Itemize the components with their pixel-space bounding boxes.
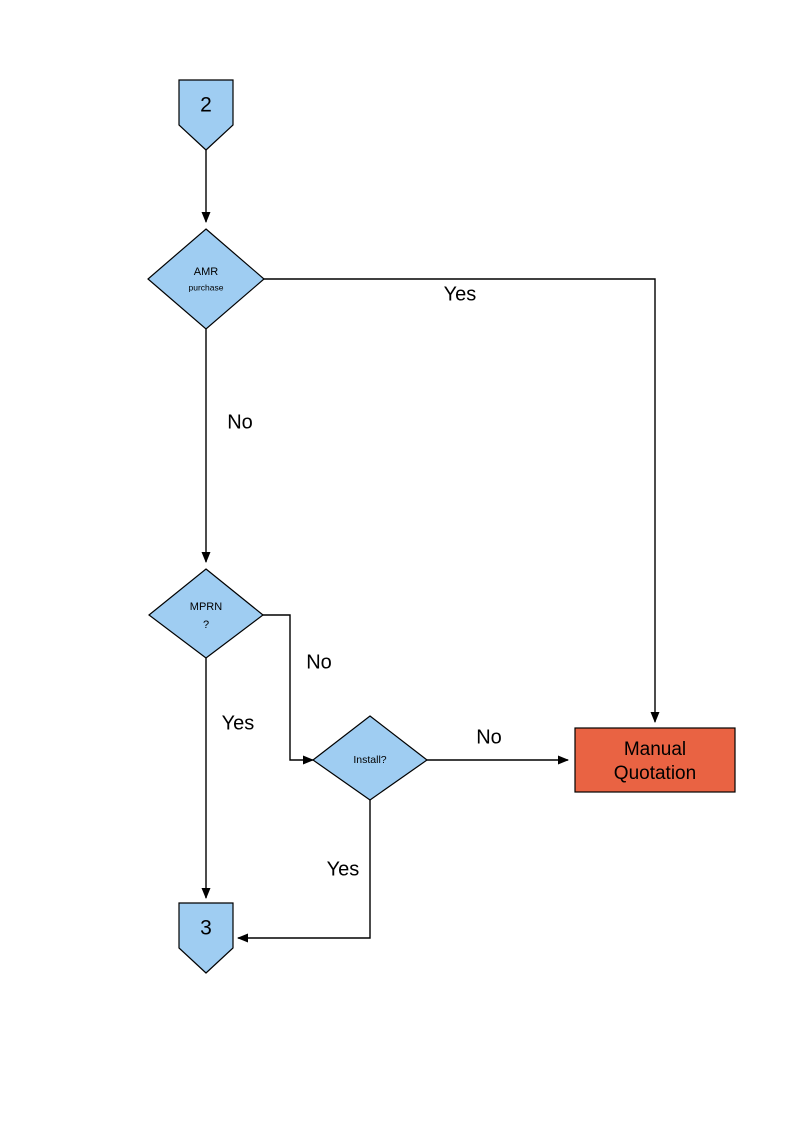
edge-amr-yes-to-manual-quotation: [264, 278, 660, 723]
connector-2-shape: [178, 79, 234, 151]
manual-quotation-label-line1: Manual: [624, 739, 686, 760]
node-connector-3[interactable]: 3: [178, 902, 234, 974]
edge-install-yes-to-connector3: [237, 800, 371, 943]
amr-decision-shape: [147, 228, 265, 330]
edge-label-amr-yes: Yes: [444, 283, 477, 305]
edge-label-mprn-no: No: [306, 651, 332, 673]
node-decision-mprn[interactable]: MPRN ?: [148, 568, 264, 659]
edge-mprn-no-to-install: [263, 614, 314, 765]
mprn-decision-label-line1: MPRN: [190, 601, 222, 613]
edge-label-amr-no: No: [227, 411, 253, 433]
connector-2-label: 2: [200, 94, 212, 117]
connector-3-label: 3: [200, 917, 212, 940]
edge-label-install-yes: Yes: [327, 858, 360, 880]
node-process-manual-quotation[interactable]: Manual Quotation: [574, 727, 736, 793]
mprn-decision-shape: [148, 568, 264, 659]
node-decision-install[interactable]: Install?: [311, 715, 429, 801]
mprn-decision-label-line2: ?: [203, 619, 209, 631]
edge-label-mprn-yes: Yes: [222, 712, 255, 734]
node-connector-2[interactable]: 2: [178, 79, 234, 151]
amr-decision-label-line2: purchase: [189, 282, 224, 292]
node-decision-amr-purchase[interactable]: AMR purchase: [147, 228, 265, 330]
amr-decision-label-line1: AMR: [194, 266, 219, 278]
install-decision-shape: [311, 715, 429, 801]
connector-3-shape: [178, 902, 234, 974]
manual-quotation-shape: [574, 727, 736, 793]
manual-quotation-label-line2: Quotation: [614, 763, 696, 784]
edge-label-install-no: No: [476, 726, 502, 748]
install-decision-label: Install?: [353, 754, 386, 766]
